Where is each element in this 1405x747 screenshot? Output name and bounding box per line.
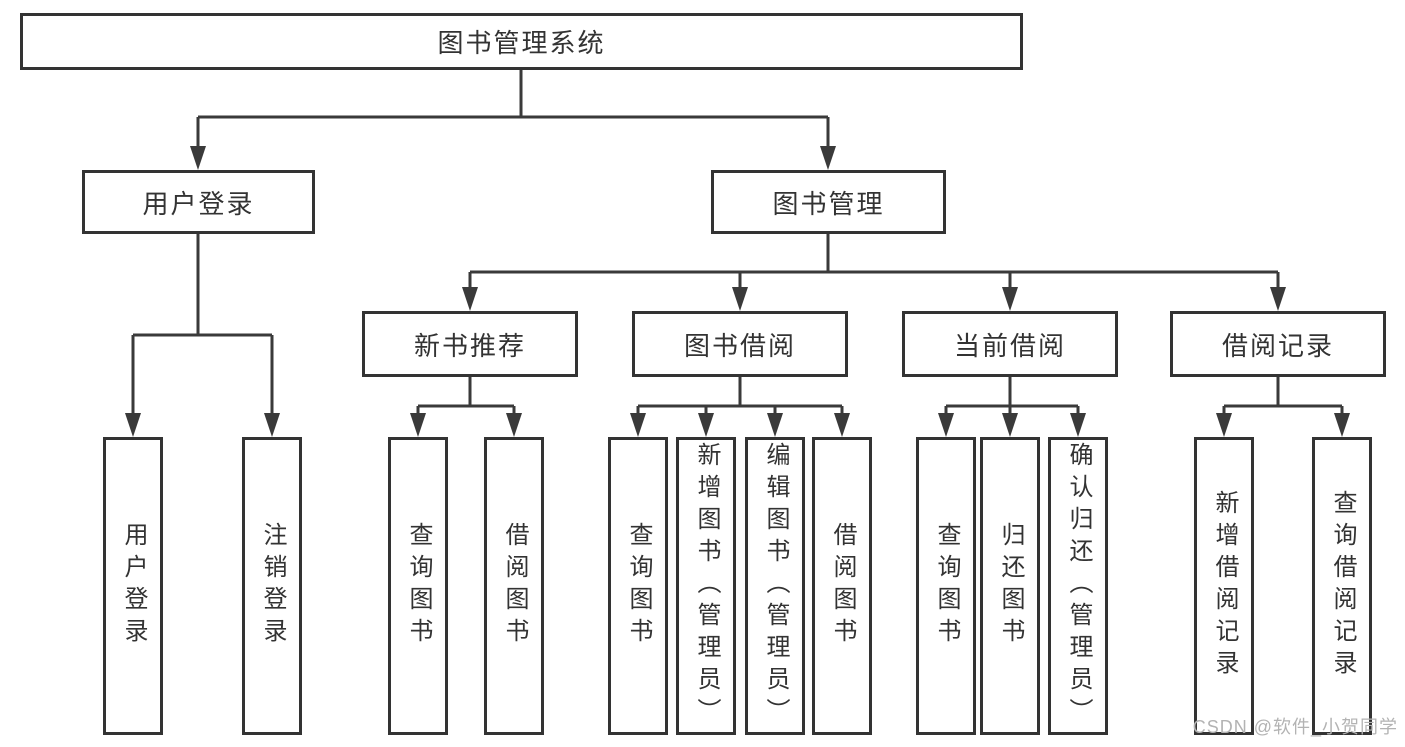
arrowhead: [630, 413, 646, 437]
node-label: 图书借阅: [683, 330, 796, 361]
connector-book-mgmt-to-level3: [468, 233, 1280, 291]
leaf-confirm-return-admin: 确认归还（管理员）: [1048, 437, 1108, 735]
node-label: 查询图书: [933, 522, 960, 650]
node-borrowing-records: 借阅记录: [1170, 311, 1386, 377]
connector-user-login-to-leaves: [131, 233, 274, 417]
connector-current-borrow-to-leaves: [944, 377, 1080, 417]
watermark: CSDN @软件_小贺同学: [1192, 717, 1398, 737]
node-label: 图书管理系统: [437, 28, 606, 58]
arrowhead: [1070, 413, 1086, 437]
node-label: 用户登录: [142, 188, 255, 219]
arrowhead: [1002, 287, 1018, 311]
node-label: 注销登录: [259, 522, 286, 650]
leaf-query-books-borrowing: 查询图书: [608, 437, 668, 735]
arrowheads: [125, 146, 1350, 437]
node-label: 查询借阅记录: [1329, 490, 1356, 682]
node-book-management-system: 图书管理系统: [20, 13, 1023, 70]
node-label: 查询图书: [405, 522, 432, 650]
arrowhead: [1216, 413, 1232, 437]
leaf-query-books-current: 查询图书: [916, 437, 976, 735]
leaf-add-borrow-record: 新增借阅记录: [1194, 437, 1254, 735]
node-label: 新增借阅记录: [1211, 490, 1238, 682]
node-user-login: 用户登录: [82, 170, 315, 234]
connector-book-borrow-to-leaves: [636, 377, 844, 417]
arrowhead: [190, 146, 206, 170]
arrowhead: [767, 413, 783, 437]
node-book-management: 图书管理: [711, 170, 946, 234]
node-label: 编辑图书（管理员）: [762, 442, 789, 730]
arrowhead: [506, 413, 522, 437]
leaf-borrow-books-borrowing: 借阅图书: [812, 437, 872, 735]
arrowhead: [820, 146, 836, 170]
arrowhead: [125, 413, 141, 437]
node-book-borrowing: 图书借阅: [632, 311, 848, 377]
node-label: 查询图书: [625, 522, 652, 650]
arrowhead: [732, 287, 748, 311]
leaf-borrow-books-recommendation: 借阅图书: [484, 437, 544, 735]
leaf-add-books-admin: 新增图书（管理员）: [676, 437, 736, 735]
arrowhead: [410, 413, 426, 437]
node-label: 归还图书: [997, 522, 1024, 650]
node-label: 借阅记录: [1221, 330, 1334, 361]
connector-root-to-level2: [196, 70, 830, 150]
arrowhead: [462, 287, 478, 311]
arrowhead: [1002, 413, 1018, 437]
leaf-query-borrow-record: 查询借阅记录: [1312, 437, 1372, 735]
node-label: 确认归还（管理员）: [1065, 442, 1092, 730]
arrowhead: [1270, 287, 1286, 311]
arrowhead: [1334, 413, 1350, 437]
arrowhead: [834, 413, 850, 437]
node-label: 借阅图书: [829, 522, 856, 650]
leaf-logout: 注销登录: [242, 437, 302, 735]
arrowhead: [938, 413, 954, 437]
arrowhead: [264, 413, 280, 437]
node-label: 用户登录: [120, 522, 147, 650]
node-current-borrowing: 当前借阅: [902, 311, 1118, 377]
arrowhead: [698, 413, 714, 437]
node-label: 新书推荐: [413, 330, 526, 361]
leaf-return-books: 归还图书: [980, 437, 1040, 735]
leaf-edit-books-admin: 编辑图书（管理员）: [745, 437, 805, 735]
node-label: 借阅图书: [501, 522, 528, 650]
leaf-user-login: 用户登录: [103, 437, 163, 735]
node-label: 当前借阅: [953, 330, 1066, 361]
node-label: 图书管理: [772, 188, 885, 219]
node-new-book-recommendation: 新书推荐: [362, 311, 578, 377]
connector-new-book-rec-to-leaves: [416, 377, 516, 417]
connector-borrow-record-to-leaves: [1222, 377, 1344, 417]
node-label: 新增图书（管理员）: [693, 442, 720, 730]
leaf-query-books-recommendation: 查询图书: [388, 437, 448, 735]
